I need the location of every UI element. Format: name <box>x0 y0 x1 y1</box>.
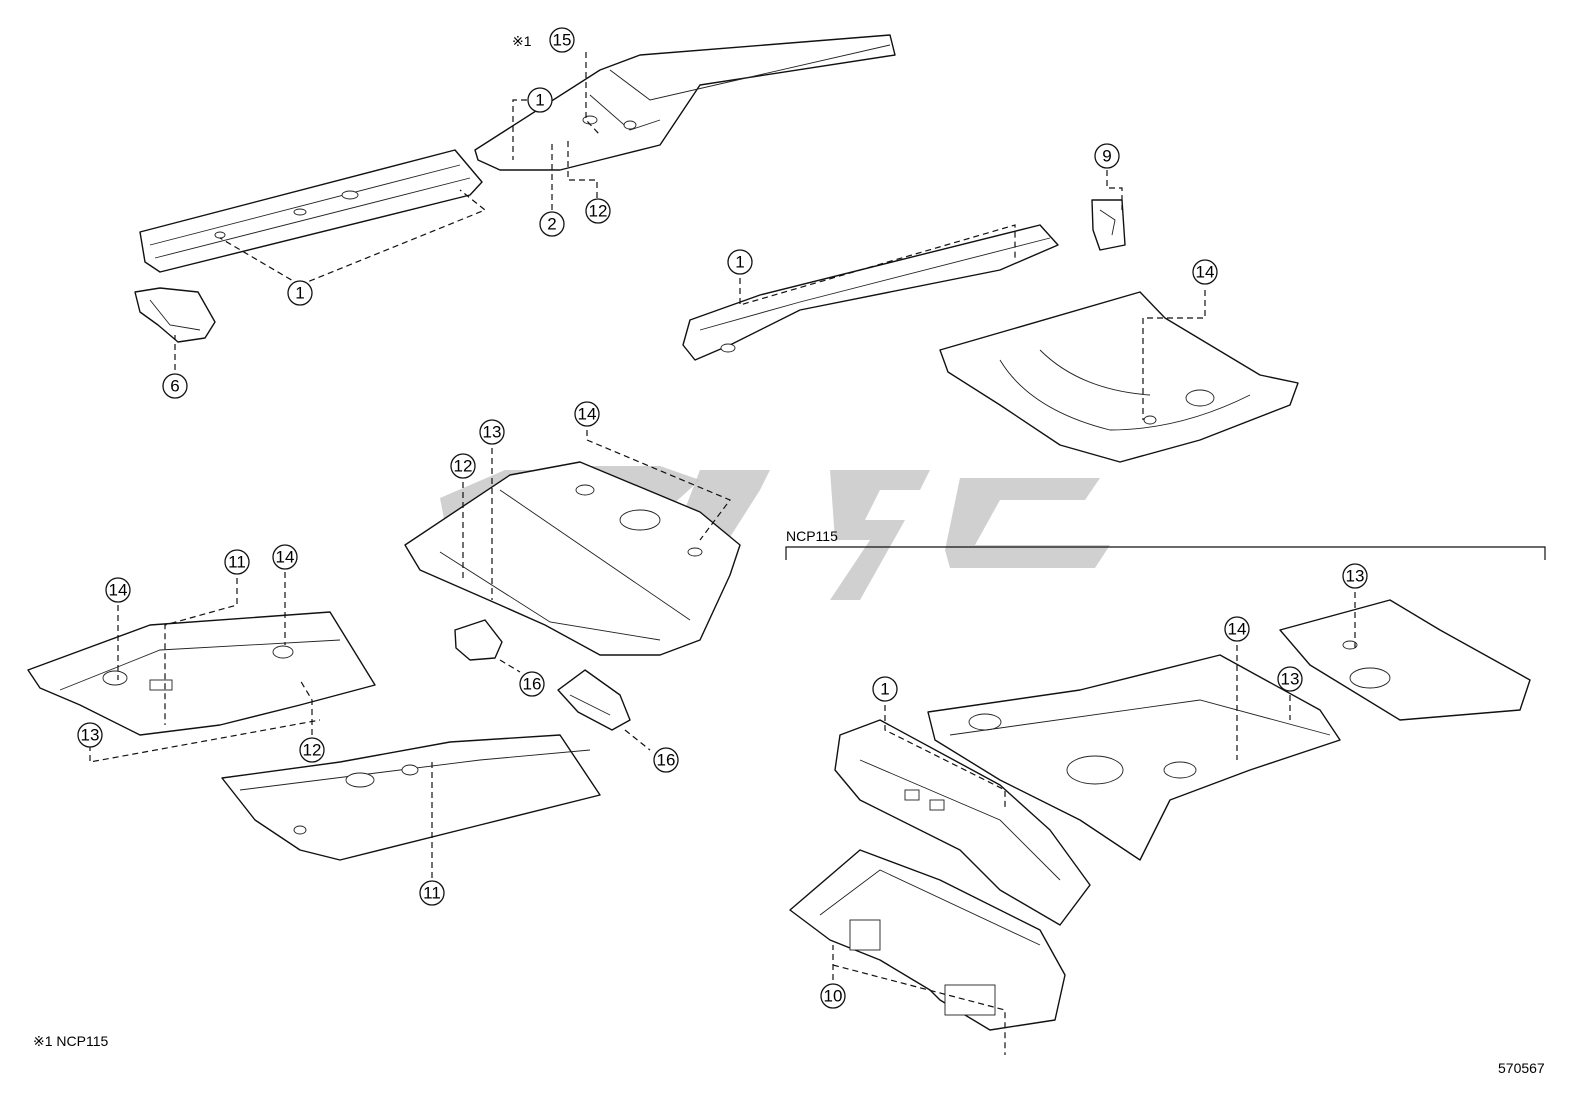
svg-text:13: 13 <box>81 726 100 745</box>
svg-text:12: 12 <box>589 202 608 221</box>
callout-13-c: 13 <box>1277 666 1303 692</box>
svg-text:1: 1 <box>295 284 304 303</box>
lower-floor-part <box>221 734 601 861</box>
callout-12-c: 12 <box>299 737 325 763</box>
svg-text:12: 12 <box>454 457 473 476</box>
callout-12-a: 12 <box>585 198 611 224</box>
svg-text:11: 11 <box>423 884 441 903</box>
callout-13-d: 13 <box>1342 563 1368 589</box>
svg-text:14: 14 <box>109 581 128 600</box>
bracket-part-9 <box>1091 199 1126 251</box>
callout-16-b: 16 <box>653 747 679 773</box>
callout-14-e: 14 <box>1224 616 1250 642</box>
callout-6: 6 <box>162 373 188 399</box>
svg-text:1: 1 <box>535 91 544 110</box>
callout-14-a: 14 <box>1192 259 1218 285</box>
ncp115-group-label: NCP115 <box>786 528 838 544</box>
rear-floor-pan-part <box>939 291 1299 463</box>
svg-text:9: 9 <box>1102 147 1111 166</box>
callout-13-b: 13 <box>77 722 103 748</box>
bracket-part-16b <box>557 669 631 731</box>
callout-2: 2 <box>539 211 565 237</box>
svg-text:14: 14 <box>1228 620 1247 639</box>
svg-text:10: 10 <box>824 987 843 1006</box>
svg-text:11: 11 <box>228 553 246 572</box>
bracket-part-16a <box>454 619 503 661</box>
svg-text:15: 15 <box>553 31 572 50</box>
center-floor-part <box>404 461 741 656</box>
svg-text:2: 2 <box>547 215 556 234</box>
callout-11-a: 11 <box>224 549 250 575</box>
footnote-text: ※1 NCP115 <box>33 1033 108 1049</box>
svg-text:1: 1 <box>735 253 744 272</box>
svg-text:13: 13 <box>1281 670 1300 689</box>
svg-text:14: 14 <box>578 405 597 424</box>
svg-text:16: 16 <box>657 751 676 770</box>
svg-text:1: 1 <box>880 680 889 699</box>
callout-15: 15 <box>549 27 575 53</box>
svg-text:16: 16 <box>523 675 542 694</box>
illustration-number: 570567 <box>1498 1060 1545 1076</box>
ncp115-group: NCP115 <box>785 528 1546 1031</box>
callout-14-b: 14 <box>574 401 600 427</box>
svg-text:6: 6 <box>170 377 179 396</box>
callout-14-d: 14 <box>105 577 131 603</box>
side-rail-part <box>139 149 483 273</box>
callout-10: 10 <box>820 983 846 1009</box>
callout-1-a: 1 <box>527 87 553 113</box>
svg-text:14: 14 <box>276 548 295 567</box>
svg-text:13: 13 <box>483 423 502 442</box>
svg-text:12: 12 <box>303 741 322 760</box>
svg-text:13: 13 <box>1346 567 1365 586</box>
callout-1-d: 1 <box>872 676 898 702</box>
footnote-marker: ※1 <box>512 33 532 49</box>
callout-12-b: 12 <box>450 453 476 479</box>
callout-11-b: 11 <box>419 880 445 906</box>
callout-1-c: 1 <box>727 249 753 275</box>
callout-13-a: 13 <box>479 419 505 445</box>
bracket-part-6 <box>134 287 216 343</box>
callout-14-c: 14 <box>272 544 298 570</box>
svg-text:14: 14 <box>1196 263 1215 282</box>
callout-9: 9 <box>1094 143 1120 169</box>
callout-16-a: 16 <box>519 671 545 697</box>
leader-lines <box>89 52 1356 1055</box>
left-floor-panel-part <box>27 611 376 736</box>
callout-1-b: 1 <box>287 280 313 306</box>
side-sill-part <box>682 224 1059 361</box>
front-rail-part <box>474 34 896 171</box>
